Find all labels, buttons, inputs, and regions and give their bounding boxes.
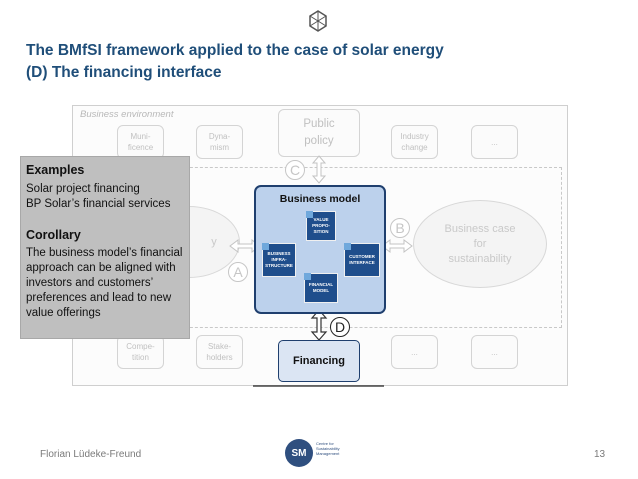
hexagon-network-icon [309,10,327,32]
financing-box: Financing [278,340,360,382]
env-box-munificence: Muni- ficence [117,125,164,159]
interface-a-label: A [228,262,248,282]
env-box-dynamism: Dyna- mism [196,125,243,159]
financial-tile-icon [304,273,311,280]
customer-tile-icon [344,243,351,250]
sustainability-management-logo: SM Centre for Sustainability Management [285,437,355,471]
business-model-box: Business model VALUE PROPO- SITION BUSIN… [254,185,386,314]
env-box-industry-change: Industry change [391,125,438,159]
examples-heading: Examples [26,163,85,177]
env-box-bottom-more-1: ... [391,335,438,369]
env-box-competition: Compe- tition [117,335,164,369]
env-box-stakeholders: Stake- holders [196,335,243,369]
value-tile-icon [306,211,313,218]
env-box-public-policy: Public policy [278,109,360,157]
corollary-heading: Corollary [26,228,81,242]
logo-caption: Centre for Sustainability Management [316,441,340,456]
interface-c-label: C [285,160,305,180]
interface-b-label: B [390,218,410,238]
slide-title-line1: The BMfSI framework applied to the case … [26,42,444,59]
slide-title-line2: (D) The financing interface [26,64,222,81]
page-number: 13 [594,449,606,460]
env-box-top-more: ... [471,125,518,159]
left-ellipse-label: y [211,235,217,248]
logo-mark: SM [285,439,313,467]
env-box-bottom-more-2: ... [471,335,518,369]
corollary-text: The business model’s financial approach … [26,247,183,319]
business-environment-label: Business environment [80,109,174,120]
examples-callout: Examples Solar project financing BP Sola… [20,156,190,339]
business-model-title: Business model [279,193,361,205]
example-solar-financing: Solar project financing [26,183,140,195]
interface-d-label: D [330,317,350,337]
business-case-ellipse: Business case for sustainability [413,200,547,288]
example-bp-solar: BP Solar’s financial services [26,198,171,210]
footer-author: Florian Lüdeke-Freund [40,449,142,460]
infra-tile-icon [262,243,269,250]
